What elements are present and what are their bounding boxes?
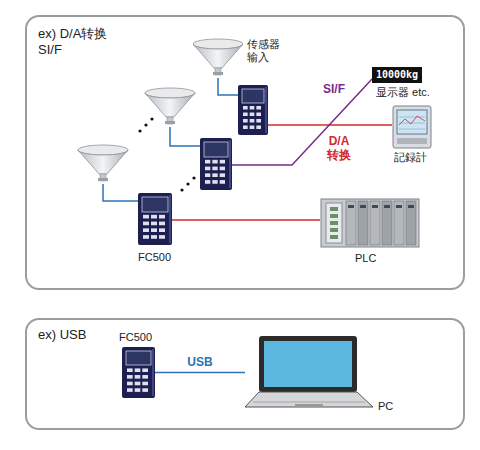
fc500-unit: FC500 — [122, 347, 155, 398]
sif-label: SI/F — [318, 82, 350, 96]
display-reading: 10000kg — [372, 67, 422, 83]
node-label: PLC — [355, 252, 376, 265]
edge-label: USB — [187, 355, 212, 369]
node-label: 記録計 — [394, 151, 427, 164]
plc: PLC — [320, 195, 420, 249]
node-label: 传感器 输入 — [247, 38, 283, 64]
node-label: FC500 — [119, 331, 152, 344]
recorder: 記録計 — [392, 105, 432, 149]
example-panel: ex) USBFC500PC — [25, 318, 465, 430]
fc500-unit-drawing — [138, 193, 172, 245]
sensor-wire — [103, 184, 138, 201]
fc500-unit: FC500 — [138, 193, 172, 245]
signal-line — [172, 220, 320, 221]
node-label: FC500 — [138, 251, 171, 264]
sensor-hopper: 传感器 输入 — [193, 38, 243, 78]
sensor-hopper-drawing — [193, 38, 243, 78]
example-panel: ex) D/A转换 SI/F传感器 输入10000kg显示器 etc.記録計FC… — [25, 15, 465, 290]
display-unit: 10000kg显示器 etc. — [372, 67, 422, 83]
ellipsis-dots — [138, 117, 195, 191]
sensor-wire — [170, 127, 200, 146]
pc-laptop-drawing — [245, 335, 375, 409]
fc500-unit-drawing — [122, 347, 155, 398]
recorder-drawing — [392, 105, 432, 149]
sif-wire — [232, 79, 372, 165]
node-label: ex) USB — [38, 327, 86, 343]
node-label: PC — [378, 400, 393, 413]
node-label: 显示器 etc. — [376, 86, 430, 99]
pc-laptop: PC — [245, 335, 375, 409]
signal-line — [155, 372, 245, 373]
da-label: D/A 转换 — [322, 134, 356, 163]
node-label: ex) D/A转换 SI/F — [38, 26, 120, 57]
plc-drawing — [320, 195, 420, 249]
sensor-wire — [218, 78, 238, 95]
